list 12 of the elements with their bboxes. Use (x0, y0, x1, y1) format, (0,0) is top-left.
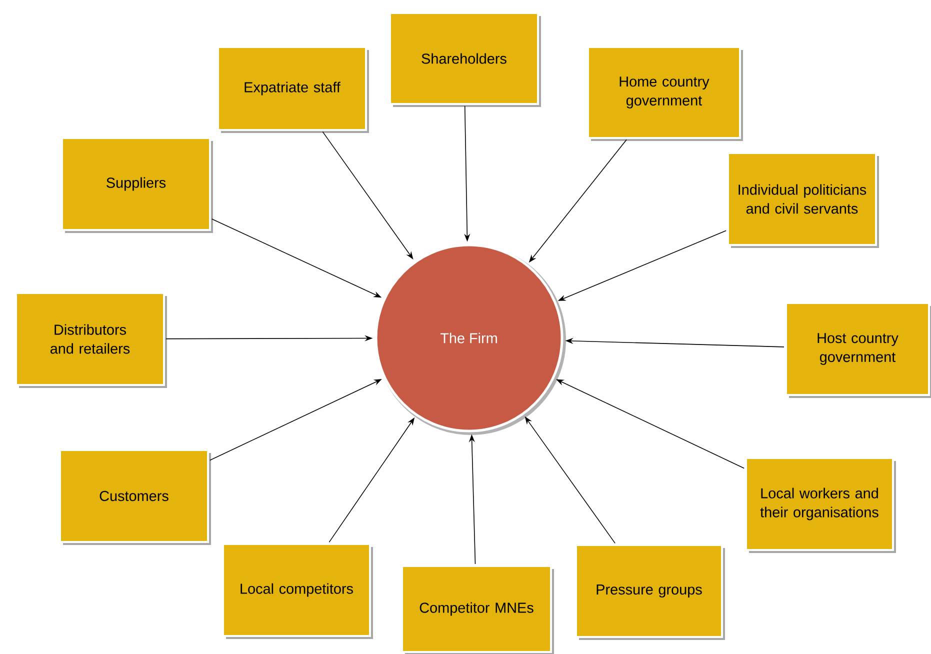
stakeholder-box: Local workers and their organisations (745, 457, 896, 553)
stakeholder-box: Host country government (785, 302, 931, 398)
stakeholder-box: Distributors and retailers (15, 292, 167, 388)
stakeholder-box: Expatriate staff (217, 46, 369, 133)
stakeholder-box: Home country government (587, 46, 743, 141)
stakeholder-box: Competitor MNEs (401, 565, 554, 654)
stakeholder-box: Local competitors (222, 543, 373, 639)
stakeholder-box: Customers (59, 449, 211, 545)
stakeholder-box: Pressure groups (575, 544, 725, 640)
stakeholder-box: Shareholders (389, 12, 541, 107)
stakeholder-box: Suppliers (61, 137, 213, 233)
stakeholder-box: Individual politicians and civil servants (727, 152, 879, 248)
